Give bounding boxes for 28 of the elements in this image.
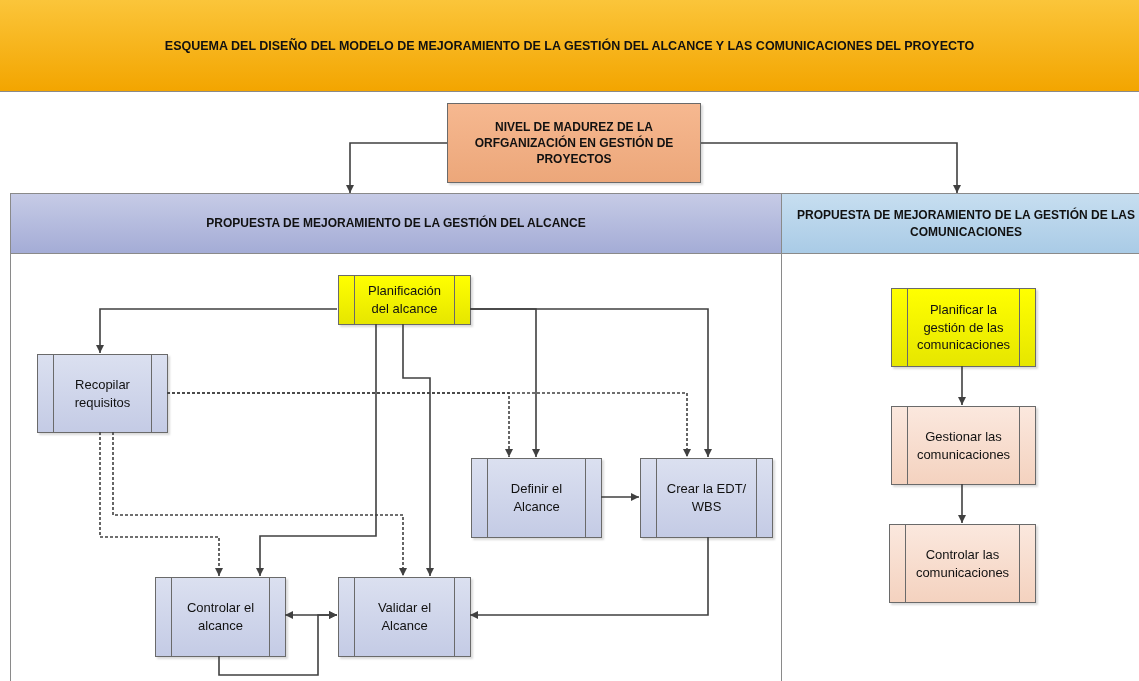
dashed-arrow xyxy=(112,431,407,577)
arrow xyxy=(256,323,377,577)
input-box: NIVEL DE MADUREZ DE LA ORFGANIZACIÓN EN GESTIÓN DE PROYECTOS xyxy=(447,103,701,183)
dashed-arrow xyxy=(99,431,223,577)
process-box: Controlar el alcance xyxy=(155,577,286,657)
arrow xyxy=(469,308,712,458)
process-box: Recopilar requisitos xyxy=(37,354,168,433)
arrow xyxy=(958,483,966,524)
title-banner: ESQUEMA DEL DISEÑO DEL MODELO DE MEJORAMIENTO DE LA GESTIÓN DEL ALCANCE Y LAS COMUNICACIONES DEL PROYECTO xyxy=(0,0,1139,92)
arrow xyxy=(402,323,434,577)
process-box: Planificación del alcance xyxy=(338,275,471,325)
arrow xyxy=(96,308,338,354)
dashed-arrow xyxy=(166,392,691,458)
process-box: Validar el Alcance xyxy=(338,577,471,657)
lane-header: PROPUESTA DE MEJORAMIENTO DE LA GESTIÓN DEL ALCANCE xyxy=(11,194,781,254)
process-box: Planificar la gestión de las comunicaciones xyxy=(891,288,1036,367)
swimlane xyxy=(10,193,782,681)
arrow xyxy=(958,365,966,406)
arrow xyxy=(469,536,709,619)
arrow xyxy=(700,142,961,194)
process-box: Crear la EDT/ WBS xyxy=(640,458,773,538)
lane-header: PROPUESTA DE MEJORAMIENTO DE LA GESTIÓN DE LAS COMUNICACIONES xyxy=(782,194,1139,254)
arrow xyxy=(218,611,338,676)
arrow xyxy=(600,493,640,501)
process-box: Definir el Alcance xyxy=(471,458,602,538)
process-box: Gestionar las comunicaciones xyxy=(891,406,1036,485)
arrow xyxy=(346,142,448,194)
process-box: Controlar las comunicaciones xyxy=(889,524,1036,603)
